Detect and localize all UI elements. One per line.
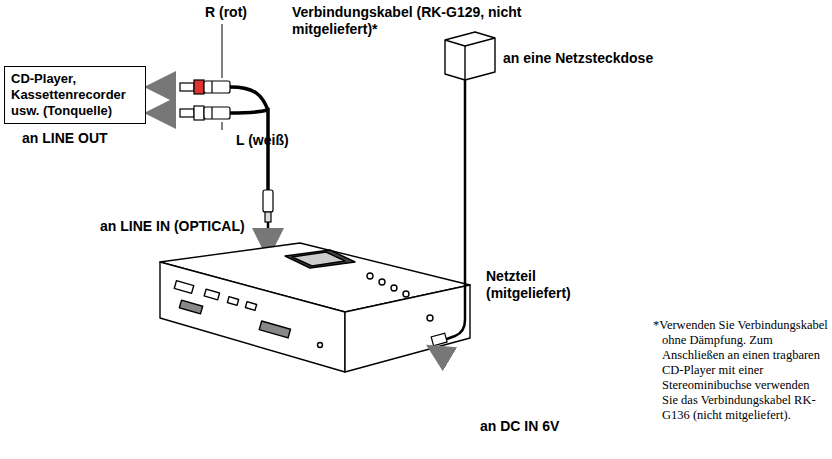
- plug-arrow: [266, 235, 270, 244]
- leader-line: [222, 24, 223, 78]
- dc-plug: [431, 333, 447, 345]
- cable-label: Verbindungskabel (RK-G129, nicht mitgeli…: [292, 4, 532, 38]
- plug-arrow: [160, 111, 176, 115]
- jack-label: an DC IN 6V: [480, 418, 559, 435]
- plug-arrow: [160, 85, 176, 89]
- leader-line: [222, 122, 223, 130]
- jack-label: an LINE OUT: [22, 130, 108, 147]
- ac-adapter: [445, 32, 495, 80]
- source-box: CD-Player, Kassettenrecorder usw. (Tonqu…: [4, 66, 146, 124]
- part-label: Netzteil (mitgeliefert): [486, 268, 616, 302]
- wire-color-label: L (weiß): [236, 132, 289, 149]
- wire-color-label: R (rot): [205, 4, 247, 21]
- rca-plug-white: [180, 106, 230, 120]
- outlet-label: an eine Netzsteckdose: [503, 50, 653, 67]
- plug-arrow: [438, 352, 448, 358]
- rca-plug-red: [180, 80, 230, 94]
- footnote: *Verwenden Sie Verbindungskabel ohne Däm…: [653, 318, 828, 423]
- power-cord: [444, 80, 465, 340]
- mini-jack-plug: [263, 190, 273, 232]
- box-text: CD-Player, Kassettenrecorder usw. (Tonqu…: [11, 71, 139, 119]
- minidisc-recorder: [160, 243, 470, 372]
- jack-label: an LINE IN (OPTICAL): [100, 218, 245, 235]
